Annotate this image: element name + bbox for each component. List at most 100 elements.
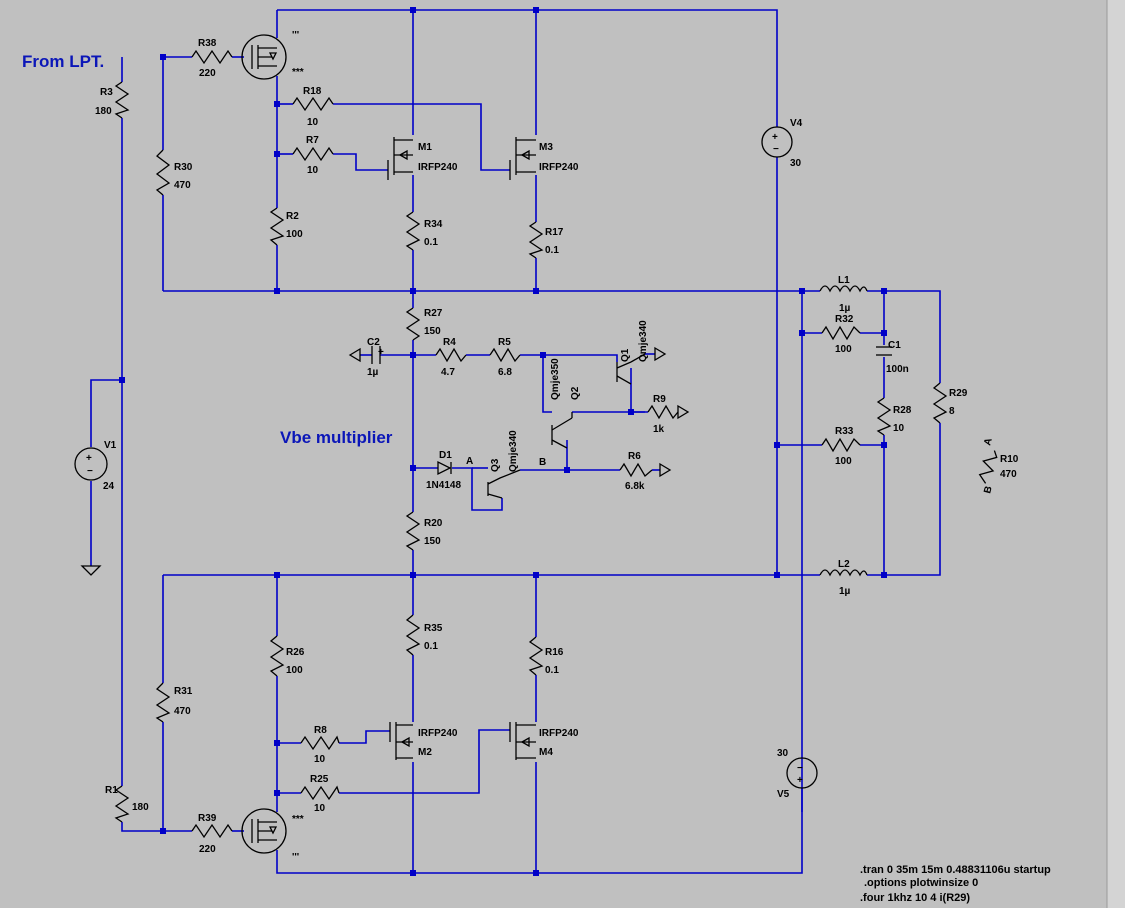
R31-value: 470 — [174, 706, 191, 717]
V4-name: V4 — [790, 118, 803, 129]
R26-name: R26 — [286, 647, 305, 658]
source-V4: +− — [761, 126, 793, 158]
scrollbar-track[interactable] — [1107, 0, 1125, 908]
port-arrow-c2 — [348, 347, 361, 363]
resistor-R10 — [978, 450, 998, 484]
resistor-R34 — [405, 211, 421, 251]
R27-name: R27 — [424, 308, 443, 319]
R10-net-B: B — [982, 485, 994, 495]
R27-value: 150 — [424, 326, 441, 337]
R16-value: 0.1 — [545, 665, 559, 676]
V4-value: 30 — [790, 158, 802, 169]
M4-value: IRFP240 — [539, 728, 579, 739]
svg-text:−: − — [797, 763, 803, 774]
transistor-Q3 — [487, 469, 521, 499]
svg-text:+: + — [797, 775, 803, 786]
port-arrow-r9 — [677, 404, 690, 420]
port-arrow-q1 — [654, 346, 667, 362]
Q1-name: Q1 — [620, 348, 631, 362]
svg-text:''': ''' — [292, 30, 299, 41]
resistor-R32 — [821, 325, 861, 341]
R5-name: R5 — [498, 337, 511, 348]
diode-D1 — [437, 460, 452, 476]
from-lpt-label: From LPT. — [22, 52, 104, 71]
L2-name: L2 — [838, 559, 850, 570]
L2-value: 1µ — [839, 586, 851, 597]
R6-value: 6.8k — [625, 481, 645, 492]
C2-value: 1µ — [367, 367, 379, 378]
svg-text:−: − — [773, 144, 779, 155]
svg-text:−: − — [87, 466, 93, 477]
R2-name: R2 — [286, 211, 299, 222]
resistor-R33 — [821, 437, 861, 453]
junctions — [119, 7, 887, 876]
source-V1: +− — [74, 447, 108, 481]
R28-value: 10 — [893, 423, 905, 434]
R1-value: 180 — [132, 802, 149, 813]
R29-value: 8 — [949, 406, 955, 417]
mosfet-M4 — [509, 722, 536, 760]
R10-net-A: A — [982, 437, 994, 447]
resistor-R7 — [292, 146, 334, 162]
R7-name: R7 — [306, 135, 319, 146]
R8-value: 10 — [314, 754, 326, 765]
L1-name: L1 — [838, 275, 850, 286]
R26-value: 100 — [286, 665, 303, 676]
net-A-label: A — [466, 456, 473, 467]
wires — [90, 9, 941, 874]
Q3-value: Qmje340 — [508, 430, 519, 472]
resistor-R38 — [191, 49, 233, 65]
resistor-R3 — [114, 81, 130, 119]
R29-name: R29 — [949, 388, 968, 399]
port-arrow-r6 — [659, 462, 672, 478]
svg-text:***: *** — [292, 814, 304, 825]
spice-directive-four: .four 1khz 10 4 i(R29) — [860, 892, 970, 904]
R25-value: 10 — [314, 803, 326, 814]
inductor-L2 — [819, 569, 868, 577]
mosfet-bottom-switch: *** ''' — [241, 808, 304, 863]
R18-name: R18 — [303, 86, 322, 97]
svg-text:+: + — [772, 132, 778, 143]
L1-value: 1µ — [839, 303, 851, 314]
M1-name: M1 — [418, 142, 432, 153]
M3-value: IRFP240 — [539, 162, 579, 173]
inductor-L1 — [819, 285, 868, 293]
svg-text:***: *** — [292, 67, 304, 78]
component-symbols: +− −+ +− — [74, 30, 998, 863]
resistor-R25 — [300, 785, 340, 801]
R31-name: R31 — [174, 686, 193, 697]
R28-name: R28 — [893, 405, 912, 416]
C1-value: 100n — [886, 364, 909, 375]
Q3-name: Q3 — [490, 458, 501, 472]
R30-value: 470 — [174, 180, 191, 191]
R9-value: 1k — [653, 424, 665, 435]
mosfet-M1 — [387, 137, 413, 180]
R34-value: 0.1 — [424, 237, 438, 248]
resistor-R17 — [528, 221, 544, 259]
resistor-R2 — [269, 207, 285, 246]
R33-name: R33 — [835, 426, 854, 437]
mosfet-top-switch: ''' *** — [241, 30, 304, 80]
R3-value: 180 — [95, 106, 112, 117]
R35-name: R35 — [424, 623, 443, 634]
resistor-R9 — [647, 404, 679, 420]
R4-value: 4.7 — [441, 367, 455, 378]
svg-text:''': ''' — [292, 852, 299, 863]
R38-name: R38 — [198, 38, 217, 49]
M2-name: M2 — [418, 747, 432, 758]
mosfet-M2 — [389, 722, 413, 760]
resistor-R18 — [292, 96, 334, 112]
R39-value: 220 — [199, 844, 216, 855]
V5-name: V5 — [777, 789, 790, 800]
resistor-R5 — [489, 347, 521, 363]
resistor-R4 — [435, 347, 467, 363]
R3-name: R3 — [100, 87, 113, 98]
R2-value: 100 — [286, 229, 303, 240]
R17-name: R17 — [545, 227, 564, 238]
M1-value: IRFP240 — [418, 162, 458, 173]
R33-value: 100 — [835, 456, 852, 467]
C2-plus: + — [378, 347, 384, 358]
R34-name: R34 — [424, 219, 443, 230]
resistor-R16 — [528, 636, 544, 676]
